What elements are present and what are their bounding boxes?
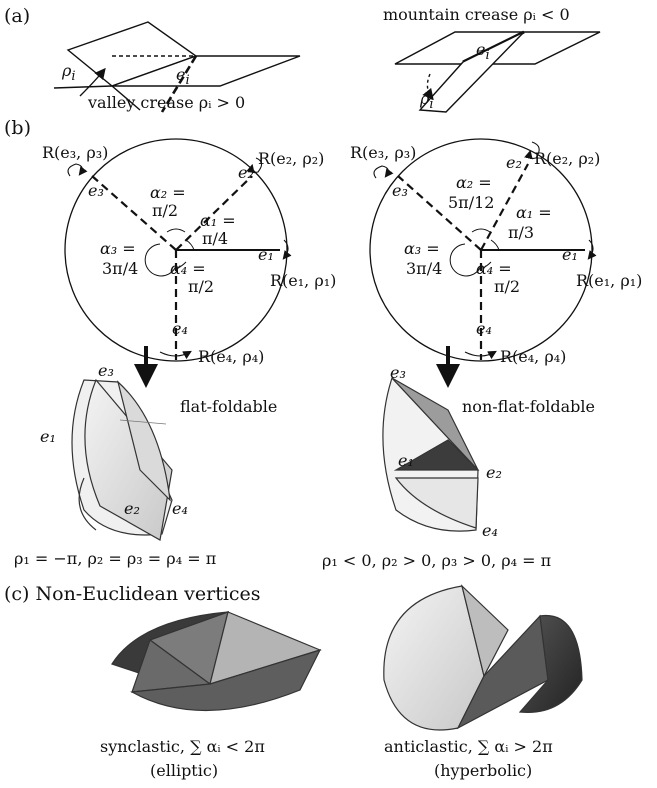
valley-rho-label: ρi: [61, 61, 76, 84]
left-vertex-diagram: [64, 138, 292, 362]
right-alpha1-value: π/3: [508, 223, 534, 242]
left-edge-e4: e₄: [172, 319, 188, 338]
right-rotation-e3: R(e₃, ρ₃): [350, 143, 416, 162]
mountain-crease-caption: mountain crease ρᵢ < 0: [383, 5, 570, 24]
right-edge-e4: e₄: [476, 319, 492, 338]
right-alpha2-name: α₂ =: [456, 173, 492, 192]
right-rotation-e1: R(e₁, ρ₁): [576, 271, 642, 290]
left-edge-e3: e₃: [88, 181, 104, 200]
right-alpha4-name: α₄ =: [476, 259, 512, 278]
left-alpha3-name: α₃ =: [100, 239, 136, 258]
anticlastic-caption: anticlastic, ∑ αᵢ > 2π: [384, 737, 553, 756]
right-alpha3-name: α₃ =: [404, 239, 440, 258]
left-rotation-e3: R(e₃, ρ₃): [42, 143, 108, 162]
right-fold-e1: e₁: [398, 451, 414, 470]
anticlastic-vertex-shape: [383, 584, 583, 731]
valley-crease-caption: valley crease ρᵢ > 0: [87, 93, 245, 112]
left-fold-label: flat-foldable: [180, 397, 277, 416]
mountain-rho-label: ρi: [419, 89, 434, 112]
right-folded-shape: [382, 376, 480, 532]
left-fold-e4: e₄: [172, 499, 188, 518]
mountain-crease-diagram: [394, 30, 601, 113]
panel-b-label: (b): [4, 117, 31, 139]
mountain-edge-label: ei: [476, 40, 490, 63]
left-edge-e1: e₁: [258, 245, 274, 264]
right-edge-e3: e₃: [392, 181, 408, 200]
left-folded-shape: [71, 378, 173, 541]
right-fold-e4: e₄: [482, 521, 498, 540]
left-alpha4-value: π/2: [188, 277, 214, 296]
right-condition: ρ₁ < 0, ρ₂ > 0, ρ₃ > 0, ρ₄ = π: [322, 551, 551, 570]
synclastic-vertex-shape: [111, 611, 322, 712]
right-edge-e2: e₂: [506, 153, 522, 172]
synclastic-sub: (elliptic): [150, 761, 218, 780]
right-fold-e2: e₂: [486, 463, 502, 482]
left-alpha1-value: π/4: [202, 229, 228, 248]
left-fold-e1: e₁: [40, 427, 56, 446]
right-fold-label: non-flat-foldable: [462, 397, 595, 416]
valley-edge-label: ei: [176, 65, 190, 88]
left-alpha1-name: α₁ =: [200, 211, 236, 230]
left-fold-e2: e₂: [124, 499, 140, 518]
right-alpha1-name: α₁ =: [516, 203, 552, 222]
left-fold-e3: e₃: [98, 361, 114, 380]
right-rotation-e4: R(e₄, ρ₄): [500, 347, 566, 366]
right-alpha4-value: π/2: [494, 277, 520, 296]
left-edge-e2: e₂: [238, 163, 254, 182]
panel-c-label: (c) Non-Euclidean vertices: [4, 583, 261, 605]
left-alpha4-name: α₄ =: [170, 259, 206, 278]
left-alpha2-value: π/2: [152, 201, 178, 220]
left-rotation-e2: R(e₂, ρ₂): [258, 149, 324, 168]
valley-crease-diagram: [53, 21, 301, 113]
anticlastic-sub: (hyperbolic): [434, 761, 532, 780]
synclastic-caption: synclastic, ∑ αᵢ < 2π: [100, 737, 265, 756]
left-alpha3-value: 3π/4: [102, 259, 138, 278]
right-rotation-e2: R(e₂, ρ₂): [534, 149, 600, 168]
right-alpha2-value: 5π/12: [448, 193, 494, 212]
panel-a-label: (a): [4, 5, 30, 27]
right-alpha3-value: 3π/4: [406, 259, 442, 278]
left-condition: ρ₁ = −π, ρ₂ = ρ₃ = ρ₄ = π: [14, 549, 216, 568]
left-alpha2-name: α₂ =: [150, 183, 186, 202]
left-rotation-e1: R(e₁, ρ₁): [270, 271, 336, 290]
right-vertex-diagram: [369, 138, 597, 362]
left-rotation-e4: R(e₄, ρ₄): [198, 347, 264, 366]
right-fold-e3: e₃: [390, 363, 406, 382]
right-edge-e1: e₁: [562, 245, 578, 264]
